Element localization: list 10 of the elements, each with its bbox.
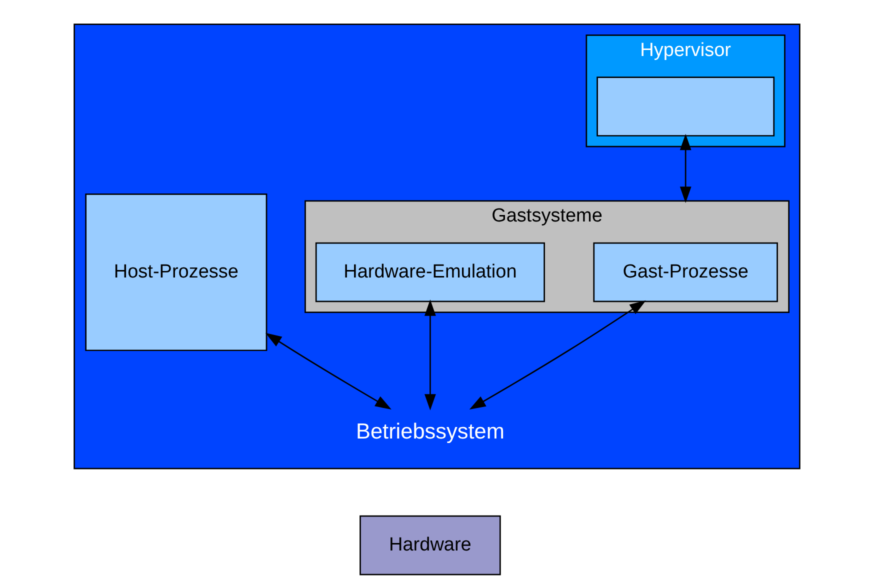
arrow xyxy=(424,300,436,410)
arrow xyxy=(679,134,691,203)
cluster: Hypervisor xyxy=(585,34,785,148)
node-box xyxy=(596,76,774,136)
node-box: Hardware xyxy=(359,515,500,576)
arrow xyxy=(468,300,646,410)
node-box: Host-Prozesse xyxy=(84,193,267,352)
node-box: Gast-Prozesse xyxy=(592,242,778,302)
node-box: Hardware-Emulation xyxy=(314,242,544,302)
arrow xyxy=(264,332,391,410)
